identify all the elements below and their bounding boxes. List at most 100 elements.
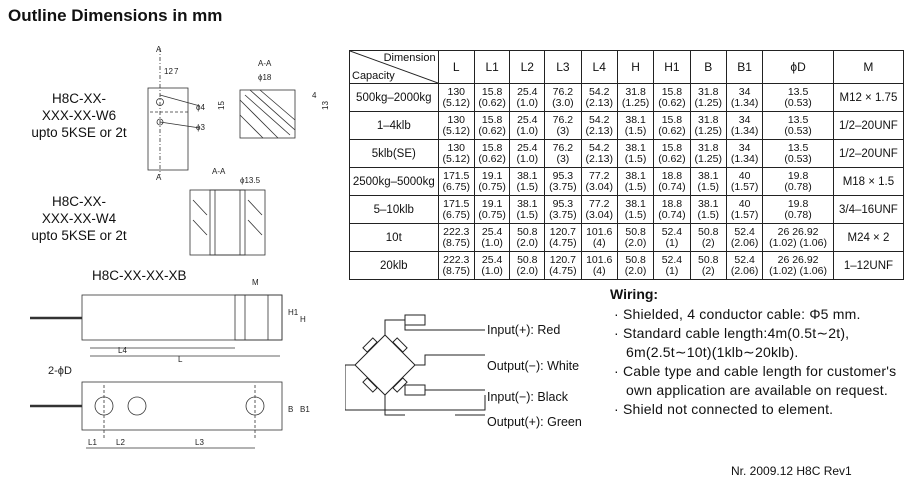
dimension-cell: 50.8(2.0) [509, 251, 546, 280]
inch-value: (1.5) [624, 124, 647, 137]
model-label-w6: H8C-XX- XXX-XX-W6 upto 5KSE or 2t [14, 90, 144, 141]
inch-value: (0.75) [478, 208, 506, 221]
inch-value: (5.12) [442, 96, 470, 109]
capacity-cell: 5–10klb [349, 195, 439, 224]
dimension-cell: 26 26.92(1.02) (1.06) [762, 251, 834, 280]
dimension-cell: 25.4(1.0) [473, 223, 511, 252]
mm-value: 101.6 [586, 225, 613, 238]
mm-value: 13.5 [787, 113, 809, 126]
mm-value: 19.1 [481, 169, 503, 182]
inch-value: (1.25) [694, 152, 722, 165]
dim-label: 7 [174, 67, 179, 76]
dimension-cell: 52.4(1) [653, 251, 691, 280]
xb-top-view: 2-ϕD B B1 L1 L2 L3 [30, 365, 310, 449]
wiring-notes: · Shielded, 4 conductor cable: Φ5 mm. · … [614, 305, 904, 419]
dimension-cell: 19.1(0.75) [473, 167, 511, 196]
mm-value: 15.8 [661, 141, 683, 154]
xb-side-view: M H1 H L4 L [30, 278, 306, 364]
dimension-cell: 34(1.34) [725, 83, 764, 112]
inch-value: (2.13) [585, 96, 613, 109]
inch-value: (5.12) [442, 124, 470, 137]
dimension-cell: 101.6(4) [580, 251, 618, 280]
mm-value: 120.7 [549, 253, 577, 266]
mm-value: 95.3 [552, 169, 574, 182]
mm-value: 38.1 [625, 141, 646, 154]
mm-value: 52.4 [734, 253, 755, 266]
mm-value: 26 26.92 [777, 225, 819, 238]
mm-value: 13.5 [787, 85, 809, 98]
dimension-cell: 54.2(2.13) [580, 83, 618, 112]
capacity-cell: 500kg–2000kg [349, 83, 439, 112]
dimension-cell: 76.2(3) [544, 111, 582, 140]
dim-label: 15 [217, 101, 226, 110]
inch-value: (0.78) [784, 208, 812, 221]
dimension-table: Dimension Capacity L L1 L2 L3 L4 H H1 B … [349, 50, 904, 280]
inch-value: (0.53) [784, 96, 812, 109]
inch-value: (1.5) [516, 180, 539, 193]
column-header: B [689, 50, 727, 84]
mm-value: 171.5 [443, 197, 470, 210]
inch-value: (0.74) [658, 208, 686, 221]
dimension-cell: 101.6(4) [580, 223, 618, 252]
dimension-cell: 54.2(2.13) [580, 139, 618, 168]
mm-value: 50.8 [698, 253, 719, 266]
dimension-cell: 50.8(2) [689, 223, 727, 252]
mm-value: 222.3 [443, 253, 470, 266]
mm-value: 50.8 [698, 225, 719, 238]
model-line: H8C-XX- [51, 194, 106, 209]
dimension-cell: 76.2(3) [544, 139, 582, 168]
inch-value: (2.0) [624, 236, 647, 249]
dimension-cell: 13.5(0.53) [762, 111, 834, 140]
dimension-cell: 50.8(2.0) [616, 223, 655, 252]
model-line: XXX-XX-W6 [41, 108, 117, 123]
dimension-cell: 77.2(3.04) [580, 195, 618, 224]
outline-drawings: A 12 7 ϕ4 ϕ3 A A-A ϕ18 15 4 13 A-A ϕ13.5… [30, 45, 330, 449]
wiring-diagram: Input(+): Red Output(−): White Input(−):… [345, 314, 582, 429]
inch-value: (1.02) (1.06) [769, 264, 827, 277]
dimension-cell: 222.3(8.75) [437, 223, 475, 252]
dimension-cell: 15.8(0.62) [473, 111, 511, 140]
wiring-note: · Shielded, 4 conductor cable: Φ5 mm. [614, 306, 861, 322]
dimension-cell: 50.8(2.0) [509, 223, 546, 252]
inch-value: (2.13) [585, 152, 613, 165]
dimension-cell: 13.5(0.53) [762, 139, 834, 168]
dim-label: L4 [118, 346, 127, 355]
inch-value: (1.0) [481, 236, 503, 249]
mm-value: 130 [447, 141, 466, 154]
inch-value: (0.62) [478, 124, 506, 137]
inch-value: (0.62) [658, 152, 686, 165]
inch-value: (0.62) [478, 96, 506, 109]
mm-value: 54.2 [589, 113, 610, 126]
inch-value: (0.75) [478, 180, 506, 193]
column-header: L1 [473, 50, 511, 84]
dimension-cell: 19.8(0.78) [762, 167, 834, 196]
dimension-cell: 13.5(0.53) [762, 83, 834, 112]
model-line: upto 5KSE or 2t [31, 125, 127, 140]
mm-value: 25.4 [517, 85, 538, 98]
mm-value: 38.1 [517, 169, 538, 182]
mm-value: 25.4 [517, 141, 538, 154]
dim-label: H [300, 315, 306, 324]
dimension-cell: 19.1(0.75) [473, 195, 511, 224]
inch-value: (8.75) [442, 236, 470, 249]
column-header: H1 [653, 50, 691, 84]
model-label-xb: H8C-XX-XX-XB [92, 268, 187, 283]
dim-label: L2 [116, 438, 125, 447]
mm-value: 54.2 [589, 85, 610, 98]
dimension-cell: 38.1(1.5) [689, 167, 727, 196]
header-diagonal-cell: Dimension Capacity [349, 50, 439, 84]
dim-label: L [178, 355, 183, 364]
thread-cell: 3/4–16UNF [832, 195, 904, 224]
dimension-cell: 18.8(0.74) [653, 167, 691, 196]
dimension-cell: 34(1.34) [725, 139, 764, 168]
mm-value: 50.8 [625, 225, 646, 238]
mm-value: 38.1 [698, 169, 719, 182]
mm-value: 15.8 [481, 141, 503, 154]
dim-label: B [288, 405, 293, 414]
inch-value: (1.57) [730, 180, 759, 193]
column-header: ϕD [762, 50, 834, 84]
